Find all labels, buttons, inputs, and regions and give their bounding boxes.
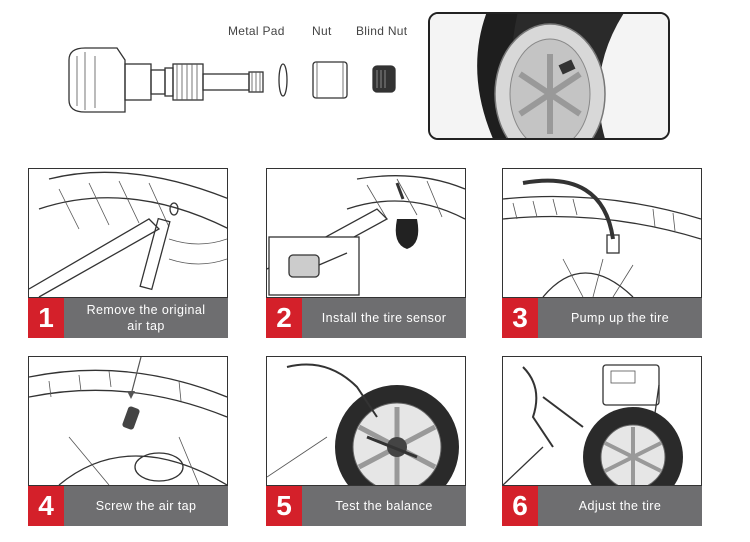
step-6-number: 6 — [502, 486, 538, 526]
pump-tire-drawing — [503, 178, 701, 297]
step-2-text: Install the tire sensor — [302, 298, 466, 338]
step-5-number: 5 — [266, 486, 302, 526]
step-3-caption: 3 Pump up the tire — [502, 298, 702, 338]
balance-test-drawing — [267, 363, 459, 485]
screw-air-tap-drawing — [29, 357, 227, 485]
step-3-text: Pump up the tire — [538, 298, 702, 338]
install-sensor-drawing — [267, 175, 465, 296]
step-2-number: 2 — [266, 298, 302, 338]
adjust-tire-drawing — [503, 364, 683, 485]
step-1-text: Remove the original air tap — [64, 298, 228, 338]
step-4-number: 4 — [28, 486, 64, 526]
blind-nut-label: Blind Nut — [356, 24, 408, 38]
wheel-photo-drawing — [430, 14, 668, 138]
step-5-illustration — [266, 356, 466, 486]
sensor-exploded-drawing — [68, 47, 396, 113]
step-3-number: 3 — [502, 298, 538, 338]
step-6-caption: 6 Adjust the tire — [502, 486, 702, 526]
remove-air-tap-drawing — [29, 171, 227, 297]
wheel-sensor-photo — [428, 12, 670, 140]
step-1-illustration — [28, 168, 228, 298]
step-4-illustration — [28, 356, 228, 486]
step-6-text: Adjust the tire — [538, 486, 702, 526]
step-1-number: 1 — [28, 298, 64, 338]
step-4-caption: 4 Screw the air tap — [28, 486, 228, 526]
step-1-caption: 1 Remove the original air tap — [28, 298, 228, 338]
step-6-illustration — [502, 356, 702, 486]
step-2-illustration — [266, 168, 466, 298]
step-4-text: Screw the air tap — [64, 486, 228, 526]
step-5-text: Test the balance — [302, 486, 466, 526]
nut-label: Nut — [312, 24, 332, 38]
sensor-parts-diagram — [55, 20, 425, 130]
step-2-caption: 2 Install the tire sensor — [266, 298, 466, 338]
step-5-caption: 5 Test the balance — [266, 486, 466, 526]
step-3-illustration — [502, 168, 702, 298]
metal-pad-label: Metal Pad — [228, 24, 285, 38]
